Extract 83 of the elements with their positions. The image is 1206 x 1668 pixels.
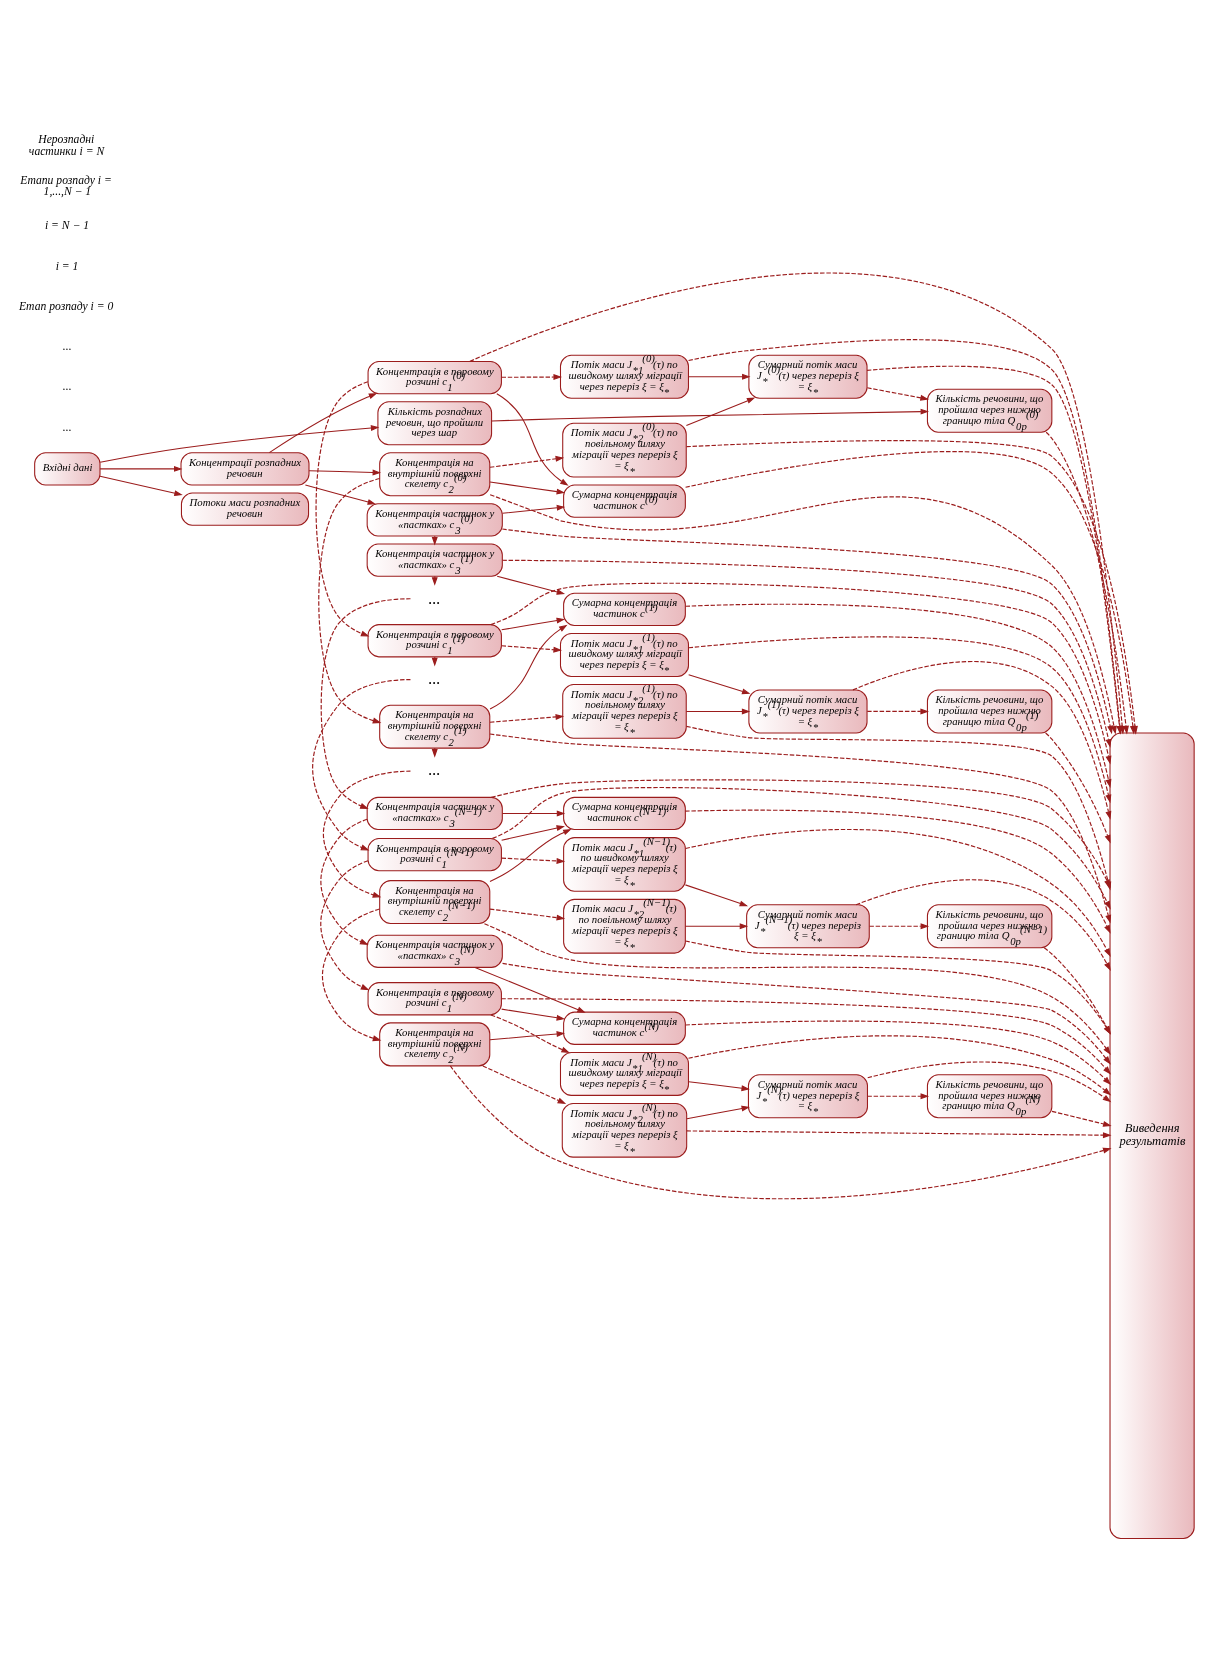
arrow [449, 1064, 1112, 1199]
arrow [318, 477, 382, 723]
arrow [491, 408, 929, 422]
label: Етап розпаду i = 0 [19, 299, 114, 313]
arrow [489, 481, 565, 494]
arrow [684, 922, 749, 929]
arrow [321, 907, 382, 1041]
arrow [688, 673, 751, 694]
arrow [852, 660, 1112, 820]
arrow [501, 824, 565, 841]
arrow [320, 597, 412, 809]
arrow [501, 810, 566, 816]
arrow [489, 907, 566, 921]
arrow [312, 678, 412, 850]
arrow [1051, 1110, 1112, 1127]
arrow [501, 644, 563, 653]
arrow [304, 484, 376, 505]
arrow [686, 1129, 1112, 1138]
arrow [99, 475, 183, 496]
arrow [501, 617, 565, 630]
arrow [866, 707, 929, 714]
arrow [688, 373, 751, 380]
arrow [431, 535, 438, 546]
arrow [501, 559, 1112, 748]
arrow [322, 770, 412, 898]
arrow [320, 859, 370, 990]
arrow [501, 504, 566, 514]
arrow [308, 469, 381, 475]
arrow [685, 1020, 1112, 1085]
arrow [431, 747, 438, 758]
label: i = 1 [55, 259, 79, 273]
arrow [684, 883, 749, 906]
node-box: Кількість розпадних речовин, що пройшли через шар [377, 400, 493, 445]
arrow [496, 575, 566, 595]
arrow [685, 708, 751, 714]
arrow [489, 455, 565, 468]
arrow [99, 465, 183, 472]
node-box: Потоки маси розпадних речовин [180, 492, 310, 526]
arrow [474, 966, 586, 1013]
arrow [490, 582, 1112, 764]
label: Етапи розпаду i = 1,...,N − 1 [20, 173, 112, 198]
arrow [688, 1080, 750, 1091]
label: ... [62, 379, 72, 393]
arrow [866, 386, 929, 401]
label: ... [62, 420, 72, 434]
arrow [688, 635, 1112, 803]
arrow [1045, 731, 1111, 843]
arrow [489, 713, 565, 723]
arrow [489, 1030, 566, 1040]
arrow [489, 624, 568, 710]
arrow [431, 656, 438, 666]
node-text: ... [428, 669, 441, 687]
node-box: Концентрації розпадних речовин [180, 451, 310, 486]
arrow [315, 380, 370, 636]
arrow [99, 424, 380, 463]
arrow [868, 922, 930, 929]
arrow [1043, 946, 1111, 1035]
arrow [501, 962, 1111, 1065]
arrow [501, 373, 563, 380]
arrow [684, 939, 1111, 1035]
arrow [490, 1013, 570, 1053]
arrow [685, 397, 756, 426]
label: Нерозпадні частинки i = N [28, 132, 105, 158]
arrow [685, 603, 1112, 788]
node-text: ... [428, 589, 441, 606]
arrow [867, 1060, 1112, 1102]
arrow [501, 1008, 565, 1021]
arrow [501, 857, 566, 864]
label: ... [62, 339, 72, 353]
arrow [500, 997, 1112, 1075]
node-box: Виведення результатів [1109, 731, 1195, 1539]
arrow [686, 1105, 750, 1119]
arrow [483, 922, 1111, 1055]
arrow [489, 828, 572, 882]
node-text: ... [428, 760, 441, 778]
arrow [866, 1092, 930, 1099]
arrow [687, 1034, 1112, 1095]
label: i = N − 1 [44, 218, 90, 232]
arrow [320, 818, 369, 945]
arrow [268, 392, 378, 453]
node-box: Вхідні дані [34, 451, 101, 486]
arrow [496, 392, 569, 486]
arrow [482, 1064, 567, 1104]
